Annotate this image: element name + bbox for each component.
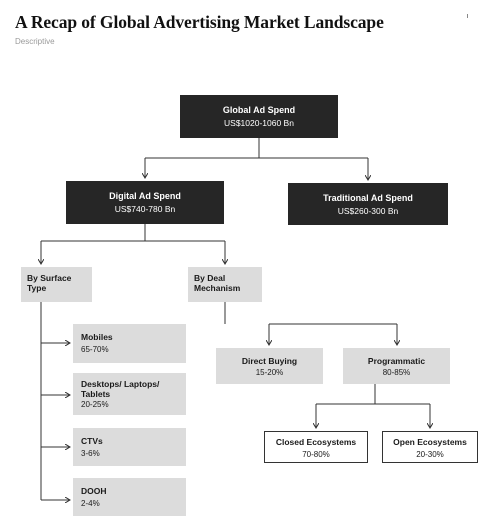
node-value: 2-4% [81,499,100,508]
node-open-ecosystems: Open Ecosystems 20-30% [382,431,478,463]
corner-mark [467,14,468,18]
node-label: Closed Ecosystems [275,437,357,447]
node-label: Digital Ad Spend [109,191,181,201]
node-by-surface-type: By Surface Type [21,267,92,302]
node-value: US$1020-1060 Bn [224,118,294,128]
connector-programmatic [316,383,430,405]
node-digital-ad-spend: Digital Ad Spend US$740-780 Bn [66,181,224,224]
connector-deal [224,302,397,325]
node-value: 3-6% [81,449,100,458]
node-programmatic: Programmatic 80-85% [343,348,450,384]
node-mobiles: Mobiles 65-70% [73,324,186,363]
node-label: CTVs [81,436,103,446]
node-label: Direct Buying [241,356,298,366]
node-by-deal-mechanism: By Deal Mechanism [188,267,262,302]
node-ctvs: CTVs 3-6% [73,428,186,466]
node-value: 20-30% [416,450,444,459]
node-label: Programmatic [367,356,426,366]
node-label: Mobiles [81,332,113,342]
node-label: By Deal Mechanism [194,273,241,293]
node-value: 70-80% [302,450,330,459]
node-label: Open Ecosystems [393,437,467,447]
page-subtitle: Descriptive [15,37,55,46]
node-label: DOOH [81,486,107,496]
node-value: US$740-780 Bn [114,204,176,214]
node-value: 15-20% [255,368,284,377]
connector-global [145,138,368,159]
connector-digital [41,224,225,242]
node-closed-ecosystems: Closed Ecosystems 70-80% [264,431,368,463]
node-traditional-ad-spend: Traditional Ad Spend US$260-300 Bn [288,183,448,225]
node-label: Desktops/ Laptops/ Tablets [81,379,160,399]
node-direct-buying: Direct Buying 15-20% [216,348,323,384]
node-global-ad-spend: Global Ad Spend US$1020-1060 Bn [180,95,338,138]
page-title: A Recap of Global Advertising Market Lan… [15,12,384,32]
node-dooh: DOOH 2-4% [73,478,186,516]
node-desktops-laptops-tablets: Desktops/ Laptops/ Tablets 20-25% [73,373,186,415]
node-label: By Surface Type [27,273,72,293]
node-value: 80-85% [382,368,411,377]
node-value: 20-25% [81,400,109,409]
node-label: Global Ad Spend [222,105,296,115]
node-value: 65-70% [81,345,109,354]
node-label: Traditional Ad Spend [323,193,413,203]
node-value: US$260-300 Bn [337,206,399,216]
